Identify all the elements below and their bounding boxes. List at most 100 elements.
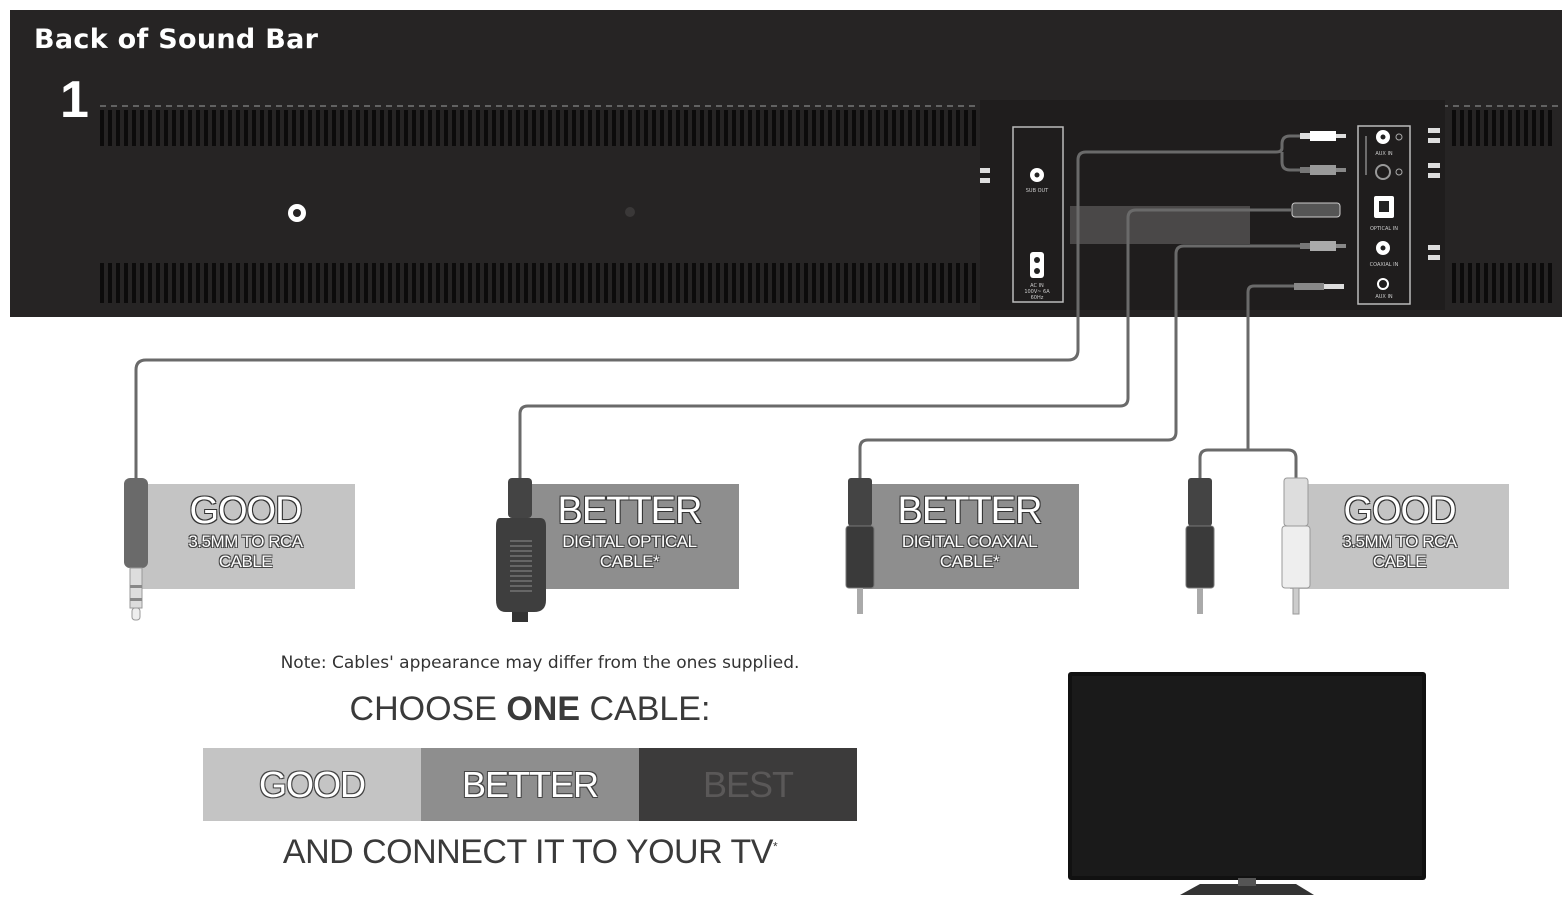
vent-slot <box>308 110 312 146</box>
vent-slot <box>820 263 824 303</box>
vent-slot <box>116 110 120 146</box>
vent-slot <box>428 110 432 146</box>
panel-highlight <box>1070 206 1250 244</box>
optical-grip-rib <box>510 550 532 552</box>
vent-slot <box>972 110 976 146</box>
vent-slot <box>268 263 272 303</box>
rca-connector-red-icon <box>1185 478 1215 614</box>
vent-slot <box>180 263 184 303</box>
vent-slot <box>1500 110 1504 146</box>
vent-slot <box>724 263 728 303</box>
vent-slot <box>836 263 840 303</box>
vent-slot <box>916 263 920 303</box>
vent-slot <box>388 263 392 303</box>
optical-in-label: OPTICAL IN <box>1370 226 1398 232</box>
vent-slot <box>900 110 904 146</box>
vent-slot <box>564 110 568 146</box>
vent-slot <box>676 263 680 303</box>
vent-slot <box>708 263 712 303</box>
vent-slot <box>492 110 496 146</box>
vent-slot <box>236 263 240 303</box>
vent-slot <box>532 110 536 146</box>
cable-4-wire <box>1198 284 1298 478</box>
vent-slot <box>324 263 328 303</box>
vent-slot <box>428 263 432 303</box>
vent-slot <box>604 263 608 303</box>
vent-slot <box>124 263 128 303</box>
vent-slot <box>676 110 680 146</box>
vent-slot <box>196 263 200 303</box>
vent-slot <box>868 263 872 303</box>
cable-1-grade: GOOD <box>189 490 302 532</box>
cable-3-grade: BETTER <box>897 490 1043 532</box>
vent-slot <box>420 110 424 146</box>
vent-slot <box>1460 110 1464 146</box>
vent-slot <box>1492 110 1496 146</box>
cable-1-wire <box>134 134 1300 478</box>
vent-slot <box>356 110 360 146</box>
vent-slot <box>932 263 936 303</box>
vent-slot <box>740 263 744 303</box>
vent-slot <box>876 110 880 146</box>
vent-slot <box>948 263 952 303</box>
vent-slot <box>1540 110 1544 146</box>
vent-slot <box>388 110 392 146</box>
vent-slot <box>380 110 384 146</box>
vent-slot <box>908 263 912 303</box>
vent-slot <box>364 263 368 303</box>
ac-in-hz: 60Hz <box>1031 295 1044 301</box>
vent-slot <box>244 263 248 303</box>
vent-slot <box>756 263 760 303</box>
vent-slot <box>404 110 408 146</box>
optical-grip-rib <box>510 590 532 592</box>
vent-slot <box>460 263 464 303</box>
vent-slot <box>780 263 784 303</box>
vent-slot <box>372 110 376 146</box>
vent-slot <box>732 263 736 303</box>
vent-slot <box>828 263 832 303</box>
vent-slot <box>852 263 856 303</box>
vent-slot <box>220 263 224 303</box>
vent-slot <box>892 110 896 146</box>
vent-slot <box>476 110 480 146</box>
vent-slot <box>788 110 792 146</box>
ac-in-socket-icon <box>1030 252 1044 278</box>
vent-slot <box>836 110 840 146</box>
vent-slot <box>644 263 648 303</box>
vent-slot <box>524 263 528 303</box>
cable-3-desc-line1: DIGITAL COAXIAL <box>901 532 1038 551</box>
vent-slot <box>1452 110 1456 146</box>
vent-slot <box>220 110 224 146</box>
vent-slot <box>636 110 640 146</box>
vent-slot <box>524 110 528 146</box>
vent-slot <box>260 110 264 146</box>
vent-slot <box>1500 263 1504 303</box>
vent-slot <box>956 263 960 303</box>
vent-slot <box>108 110 112 146</box>
cable-1-desc-line1: 3.5MM TO RCA <box>188 532 303 551</box>
vent-slot <box>1484 110 1488 146</box>
vent-slot <box>476 263 480 303</box>
vent-slot <box>108 263 112 303</box>
cable-1-desc-line2: CABLE <box>218 552 273 571</box>
vent-slot <box>172 110 176 146</box>
choose-emphasis: ONE <box>506 690 581 728</box>
vent-slot <box>652 263 656 303</box>
optical-grip-rib <box>510 555 532 557</box>
sub-out-label: SUB OUT <box>1026 188 1049 194</box>
vent-slot <box>1468 263 1472 303</box>
vent-slot <box>468 110 472 146</box>
vent-slot <box>316 263 320 303</box>
vent-slot <box>364 110 368 146</box>
mount-hole-icon <box>625 207 635 217</box>
vent-slot <box>460 110 464 146</box>
optical-connector-icon <box>496 478 546 622</box>
vent-slot <box>852 110 856 146</box>
vent-slot <box>436 110 440 146</box>
vent-slot <box>156 263 160 303</box>
scale-better: BETTER <box>421 748 639 821</box>
vent-slot <box>1468 110 1472 146</box>
vent-slot <box>292 263 296 303</box>
vent-slot <box>932 110 936 146</box>
